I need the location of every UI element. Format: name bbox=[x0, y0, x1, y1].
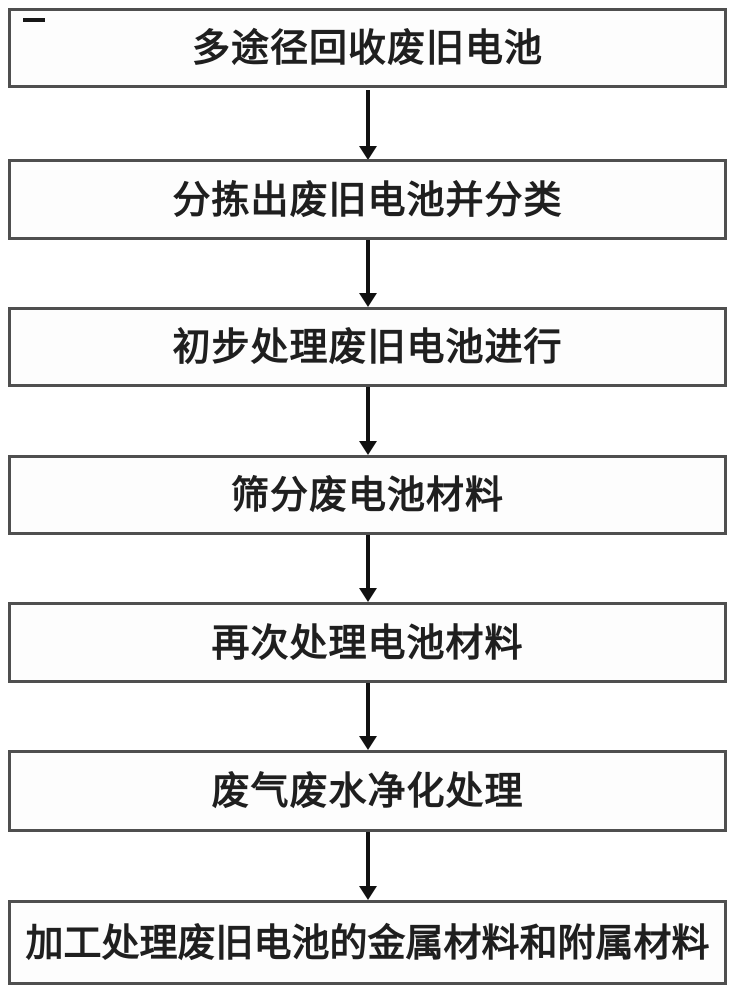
arrow-head bbox=[359, 886, 377, 900]
flow-step-purify: 废气废水净化处理 bbox=[8, 750, 727, 832]
arrow-down-icon bbox=[359, 535, 377, 602]
flow-step-label: 再次处理电池材料 bbox=[211, 622, 524, 665]
arrow-head bbox=[359, 146, 377, 160]
flow-step-recycle: 多途径回收废旧电池 bbox=[8, 8, 727, 88]
arrow-down-icon bbox=[359, 832, 377, 900]
flow-step-initial-process: 初步处理废旧电池进行 bbox=[8, 307, 727, 387]
arrow-head bbox=[359, 588, 377, 602]
arrow-shaft bbox=[366, 683, 370, 737]
flow-step-screen: 筛分废电池材料 bbox=[8, 455, 727, 535]
arrow-head bbox=[359, 736, 377, 750]
flow-step-reprocess: 再次处理电池材料 bbox=[8, 602, 727, 683]
flow-step-sort: 分拣出废旧电池并分类 bbox=[8, 159, 727, 240]
flow-step-label: 分拣出废旧电池并分类 bbox=[172, 179, 563, 222]
arrow-shaft bbox=[366, 387, 370, 442]
arrow-shaft bbox=[366, 240, 370, 294]
flow-step-label: 初步处理废旧电池进行 bbox=[172, 327, 563, 369]
flow-step-label: 加工处理废旧电池的金属材料和附属材料 bbox=[25, 922, 710, 965]
arrow-shaft bbox=[366, 90, 370, 147]
arrow-down-icon bbox=[359, 240, 377, 307]
arrow-down-icon bbox=[359, 387, 377, 455]
flow-step-label: 筛分废电池材料 bbox=[230, 475, 504, 517]
scan-artifact-mark bbox=[23, 18, 45, 22]
arrow-head bbox=[359, 441, 377, 455]
flow-step-label: 废气废水净化处理 bbox=[211, 771, 524, 813]
flow-step-final-process: 加工处理废旧电池的金属材料和附属材料 bbox=[8, 900, 727, 985]
arrow-head bbox=[359, 293, 377, 307]
arrow-shaft bbox=[366, 535, 370, 589]
arrow-shaft bbox=[366, 832, 370, 887]
arrow-down-icon bbox=[359, 90, 377, 160]
flow-step-label: 多途径回收废旧电池 bbox=[191, 28, 543, 70]
arrow-down-icon bbox=[359, 683, 377, 750]
